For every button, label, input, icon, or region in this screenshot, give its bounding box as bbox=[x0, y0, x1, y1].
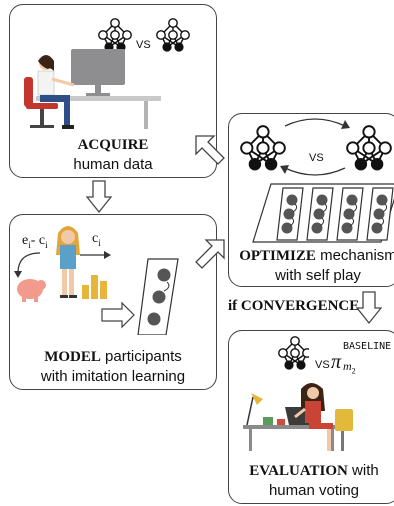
arrow-up-right-icon bbox=[195, 239, 225, 269]
acquire-panel: VS ACQUIRE human data bbox=[9, 4, 217, 178]
vs-label: VS bbox=[136, 39, 151, 51]
vs-label: VS bbox=[309, 152, 324, 164]
label-e: e bbox=[22, 233, 29, 248]
arrow-up-left-icon bbox=[195, 135, 225, 165]
evaluation-line1: with bbox=[347, 462, 379, 479]
neural-net-icon bbox=[278, 336, 309, 371]
pi-symbol: π bbox=[331, 351, 342, 373]
acquire-title: ACQUIRE bbox=[77, 137, 149, 153]
evaluation-caption: EVALUATION with human voting bbox=[229, 461, 394, 500]
arrow-down-icon bbox=[356, 291, 382, 325]
convergence-label: if CONVERGENCE bbox=[228, 298, 360, 314]
vs-label: VS bbox=[315, 359, 330, 371]
policy-card-icon bbox=[137, 258, 179, 335]
evaluation-title: EVALUATION bbox=[249, 463, 348, 479]
model-title: MODEL bbox=[44, 349, 101, 365]
label-c: ci bbox=[92, 231, 101, 248]
label-minus-c: - c bbox=[30, 233, 46, 248]
coins-icon bbox=[82, 275, 107, 299]
model-panel: ei- ci ci bbox=[9, 214, 217, 390]
optimize-caption: OPTIMIZE mechanism with self play bbox=[233, 246, 394, 285]
person-at-computer-illustration bbox=[24, 49, 161, 129]
optimize-line2: with self play bbox=[275, 267, 361, 284]
baseline-superscript: BASELINE bbox=[343, 341, 392, 352]
model-caption: MODEL participants with imitation learni… bbox=[10, 347, 216, 386]
neural-net-icon bbox=[240, 125, 286, 172]
label-minus-c-sub: i bbox=[45, 239, 48, 250]
label-c-sub: i bbox=[98, 237, 101, 248]
evaluation-panel: VS π BASELINE m2 EVALUATION with human v… bbox=[228, 330, 394, 504]
woman-illustration bbox=[56, 226, 80, 298]
label-e-minus-c: ei- ci bbox=[22, 233, 48, 250]
label-c-text: c bbox=[92, 231, 99, 246]
optimize-title: OPTIMIZE bbox=[239, 248, 316, 264]
acquire-subtitle: human data bbox=[73, 156, 153, 173]
piggy-bank-icon bbox=[17, 279, 46, 302]
m-letter: m bbox=[343, 359, 352, 373]
self-play-illustration bbox=[240, 118, 394, 243]
arrow-down-icon bbox=[86, 180, 112, 214]
acquire-caption: ACQUIRE human data bbox=[10, 135, 216, 174]
m-sub-num: 2 bbox=[351, 366, 356, 375]
baseline-policy-symbol: π BASELINE m2 bbox=[331, 341, 394, 375]
woman-voting-illustration bbox=[243, 383, 353, 451]
optimize-line1: mechanism bbox=[315, 247, 394, 264]
imitation-illustration bbox=[14, 226, 179, 335]
neural-net-icon bbox=[346, 125, 392, 172]
label-e-sub: i bbox=[28, 239, 31, 250]
model-line2: with imitation learning bbox=[40, 368, 186, 385]
evaluation-line2: human voting bbox=[268, 482, 360, 499]
m-subscript: m2 bbox=[343, 359, 356, 375]
optimize-panel: VS OPTIMIZE mechanism with self play bbox=[228, 113, 394, 287]
model-line1: participants bbox=[100, 348, 182, 365]
